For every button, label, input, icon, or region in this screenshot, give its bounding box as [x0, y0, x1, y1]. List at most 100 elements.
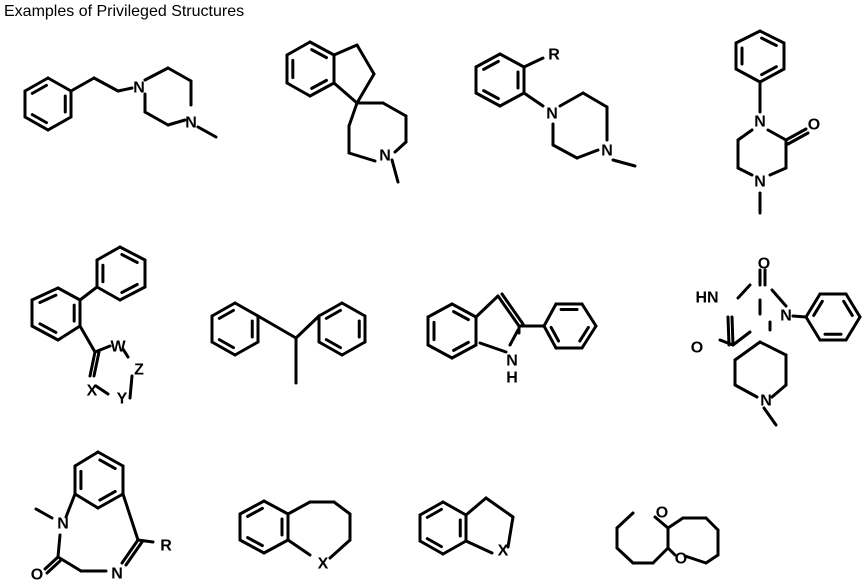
bond [762, 406, 778, 427]
bond [166, 118, 187, 127]
structure-benzoheterocycle-6: X [238, 499, 352, 573]
bond [418, 539, 445, 556]
bond [233, 301, 260, 318]
atom-label: X [87, 383, 98, 400]
bond [332, 43, 359, 57]
bond [425, 507, 443, 519]
structure-benzoheterocycle-5: X [418, 496, 515, 560]
bond [733, 383, 759, 399]
bond [46, 115, 73, 132]
atom-label: X [318, 556, 329, 573]
bond [718, 338, 735, 347]
bond [478, 341, 508, 354]
bond [246, 536, 264, 548]
bond [332, 500, 352, 516]
bond [30, 324, 60, 342]
bond [736, 128, 754, 142]
bond [56, 286, 82, 302]
bond [653, 515, 670, 530]
bond [770, 383, 788, 399]
structure-benzylpiperazine: NN [23, 66, 218, 139]
bond [118, 285, 147, 302]
bond [328, 538, 352, 560]
bond [355, 72, 376, 105]
structure-diphenylethane [210, 301, 367, 385]
bond [347, 151, 377, 163]
bond [758, 29, 786, 45]
bond [73, 492, 100, 510]
bond [238, 499, 266, 516]
bond [355, 43, 376, 76]
bond [69, 76, 96, 93]
bond [285, 81, 312, 98]
bond [482, 89, 500, 101]
bond [804, 292, 822, 319]
bond [734, 67, 762, 84]
bond [464, 539, 494, 555]
bond [731, 330, 752, 347]
atom-label: N [754, 114, 766, 131]
bond [666, 546, 677, 557]
bond [784, 127, 808, 142]
bond [347, 101, 359, 128]
bond [38, 293, 58, 305]
bond [760, 36, 778, 47]
bond [842, 299, 854, 317]
bond [551, 143, 579, 160]
bond [549, 325, 561, 343]
atom-label: N [57, 516, 69, 533]
bond [758, 67, 786, 84]
atom-label: O [656, 505, 668, 522]
bond [88, 350, 97, 378]
structure-phenylindole: NH [426, 292, 598, 387]
bond [441, 500, 468, 517]
bond [196, 125, 218, 139]
bond [734, 29, 762, 45]
bond [166, 66, 193, 83]
bond [121, 347, 130, 359]
bond [542, 302, 558, 328]
bond [666, 516, 685, 530]
atom-label: O [808, 117, 820, 134]
bond [340, 340, 367, 357]
bond [217, 338, 235, 350]
bond [496, 294, 521, 328]
bond [128, 374, 134, 400]
bond [464, 496, 488, 517]
bond [308, 81, 336, 98]
bond [474, 294, 500, 319]
bond [262, 538, 290, 555]
bond [43, 555, 60, 571]
bond [317, 340, 344, 357]
bond [98, 489, 117, 502]
bond [56, 533, 62, 559]
atom-label: R [160, 538, 172, 555]
bond [96, 492, 125, 510]
bond [542, 324, 558, 350]
bond [143, 66, 170, 82]
bond [522, 56, 545, 69]
atom-label: O [675, 551, 687, 568]
atom-label: N [546, 106, 558, 123]
bond [791, 314, 808, 319]
bond [450, 343, 478, 360]
bond [768, 166, 788, 177]
bond [285, 40, 312, 57]
bond [580, 324, 598, 350]
atom-label: N [506, 353, 518, 370]
bond [522, 91, 545, 108]
bond [452, 340, 470, 352]
bond [30, 83, 48, 95]
bond [726, 315, 731, 347]
bond [124, 540, 144, 567]
bond [324, 308, 342, 320]
bond [704, 516, 720, 532]
bond [56, 324, 82, 342]
atom-label: N [754, 174, 766, 191]
bond [310, 48, 328, 60]
bond [558, 91, 585, 108]
bond [30, 286, 60, 302]
bond [340, 301, 367, 318]
structure-arylpiperazine: RNN [474, 47, 637, 168]
